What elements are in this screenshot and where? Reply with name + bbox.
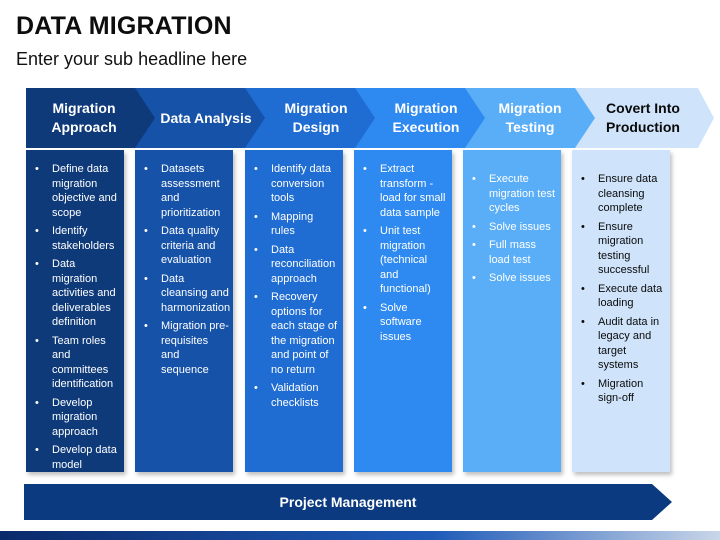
bullet-item: Develop migration approach [30, 396, 120, 440]
bullet-item: Execute migration test cycles [467, 172, 557, 216]
chevron-migration-approach [26, 88, 156, 148]
bullet-item: Full mass load test [467, 238, 557, 267]
bullet-item: Migration sign-off [576, 377, 666, 406]
bullet-list: Extract transform - load for small data … [358, 162, 448, 344]
bullet-item: Data reconciliation approach [249, 243, 339, 287]
page-title: DATA MIGRATION [16, 12, 232, 40]
bullet-list: Identify data conversion tools Mapping r… [249, 162, 339, 410]
bullet-item: Data quality criteria and evaluation [139, 224, 229, 268]
bullet-item: Ensure migration testing successful [576, 220, 666, 278]
bullet-item: Recovery options for each stage of the m… [249, 290, 339, 377]
chevron-migration-testing [465, 88, 596, 148]
bullet-item: Migration pre-requisites and sequence [139, 319, 229, 377]
project-management-arrow [24, 484, 672, 520]
bullet-item: Solve issues [467, 271, 557, 286]
bullet-item: Data cleansing and harmonization [139, 272, 230, 316]
step-column-covert-into-production: Ensure data cleansing complete Ensure mi… [572, 150, 670, 472]
chevron-migration-execution [355, 88, 486, 148]
bullet-item: Unit test migration (technical and funct… [358, 224, 448, 297]
chevron-data-analysis [135, 88, 266, 148]
bullet-item: Datasets assessment and prioritization [139, 162, 229, 220]
chevron-covert-into-production [575, 88, 714, 148]
bullet-item: Data migration activities and deliverabl… [30, 257, 120, 330]
decorative-bottom-bar [0, 531, 720, 540]
step-label-migration-execution: Migration Execution [392, 100, 460, 135]
bullet-item: Team roles and committees identification [30, 334, 120, 392]
step-column-migration-design: Identify data conversion tools Mapping r… [245, 150, 343, 472]
bullet-list: Execute migration test cycles Solve issu… [467, 172, 557, 286]
step-label-migration-testing: Migration Testing [498, 100, 562, 135]
bullet-item: Ensure data cleansing complete [576, 172, 666, 216]
step-column-data-analysis: Datasets assessment and prioritization D… [135, 150, 233, 472]
step-label-covert-into-production: Covert Into Production [606, 100, 680, 135]
project-management-label: Project Management [279, 494, 417, 510]
bullet-item: Validation checklists [249, 381, 339, 410]
bullet-item: Execute data loading [576, 282, 666, 311]
bullet-item: Develop data model [30, 443, 120, 472]
chevron-migration-design [245, 88, 376, 148]
step-label-migration-approach: Migration Approach [51, 100, 117, 135]
step-column-migration-execution: Extract transform - load for small data … [354, 150, 452, 472]
step-label-migration-design: Migration Design [284, 100, 348, 135]
bullet-list: Datasets assessment and prioritization D… [139, 162, 230, 377]
step-label-data-analysis: Data Analysis [160, 109, 252, 126]
bullet-item: Identify stakeholders [30, 224, 120, 253]
step-column-migration-approach: Define data migration objective and scop… [26, 150, 124, 472]
step-column-migration-testing: Execute migration test cycles Solve issu… [463, 150, 561, 472]
bullet-list: Ensure data cleansing complete Ensure mi… [576, 172, 666, 406]
bullet-item: Solve software issues [358, 301, 448, 345]
bullet-item: Extract transform - load for small data … [358, 162, 448, 220]
bullet-item: Audit data in legacy and target systems [576, 315, 666, 373]
bullet-item: Solve issues [467, 220, 557, 235]
bullet-item: Mapping rules [249, 210, 339, 239]
bullet-item: Define data migration objective and scop… [30, 162, 120, 220]
page-subtitle: Enter your sub headline here [16, 49, 248, 69]
bullet-item: Identify data conversion tools [249, 162, 339, 206]
bullet-list: Define data migration objective and scop… [30, 162, 120, 472]
